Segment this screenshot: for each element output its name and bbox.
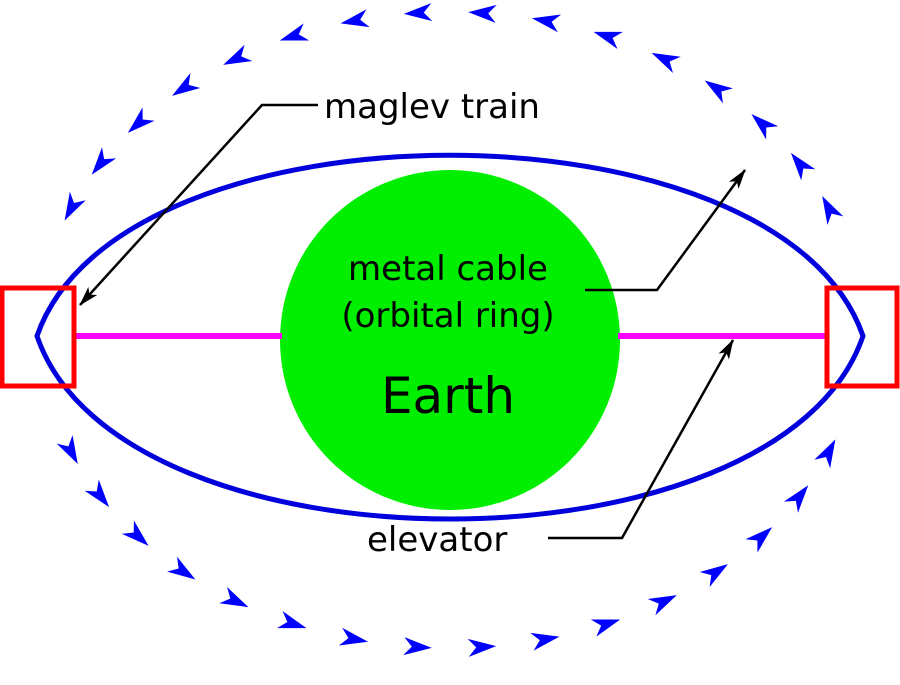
flow-arrow-icon — [590, 619, 621, 637]
flow-arrow-icon — [468, 4, 497, 23]
flow-arrow-icon — [219, 586, 249, 608]
flow-arrow-icon — [84, 479, 110, 508]
station-left — [0, 285, 77, 389]
flow-arrow-icon — [121, 520, 149, 546]
flow-arrow-icon — [172, 72, 201, 96]
flow-arrow-icon — [593, 31, 623, 50]
flow-arrow-icon — [127, 107, 155, 133]
flow-arrow-icon — [403, 637, 432, 656]
leader-metal-cable — [585, 169, 747, 292]
flow-arrow-icon — [530, 632, 560, 651]
flow-arrow-icon — [531, 14, 562, 33]
flow-arrow-icon — [279, 23, 310, 41]
label-metal-cable: metal cable — [348, 249, 548, 289]
flow-arrow-icon — [699, 564, 728, 588]
flow-arrow-icon — [56, 435, 78, 465]
flow-arrow-icon — [403, 3, 433, 22]
label-orbital-ring: (orbital ring) — [341, 296, 554, 336]
flow-arrow-icon — [751, 114, 779, 140]
label-elevator: elevator — [367, 520, 507, 560]
orbital-ring — [34, 152, 866, 522]
flow-arrow-icon — [467, 638, 497, 657]
flow-arrow-icon — [91, 147, 117, 175]
flow-arrow-icon — [647, 595, 677, 616]
flow-arrow-icon — [167, 556, 196, 580]
flow-arrow-icon — [822, 195, 844, 225]
flow-arrow-icon — [651, 52, 681, 74]
flow-arrows-group — [56, 3, 844, 657]
flow-arrow-icon — [745, 527, 773, 553]
earth-circle — [280, 170, 620, 510]
station-right — [824, 285, 900, 389]
flow-arrow-icon — [814, 439, 836, 469]
flow-arrow-icon — [704, 80, 733, 104]
flow-arrow-icon — [223, 44, 253, 65]
flow-arrow-icon — [340, 9, 370, 28]
flow-arrow-icon — [277, 610, 307, 629]
flow-arrow-icon — [783, 485, 809, 513]
leader-maglev-train — [79, 103, 318, 306]
label-maglev-train: maglev train — [324, 87, 540, 127]
label-earth: Earth — [381, 367, 515, 425]
leader-elevator — [548, 339, 735, 540]
flow-arrow-icon — [338, 627, 369, 646]
flow-arrow-icon — [790, 152, 816, 181]
flow-arrow-icon — [64, 191, 86, 221]
